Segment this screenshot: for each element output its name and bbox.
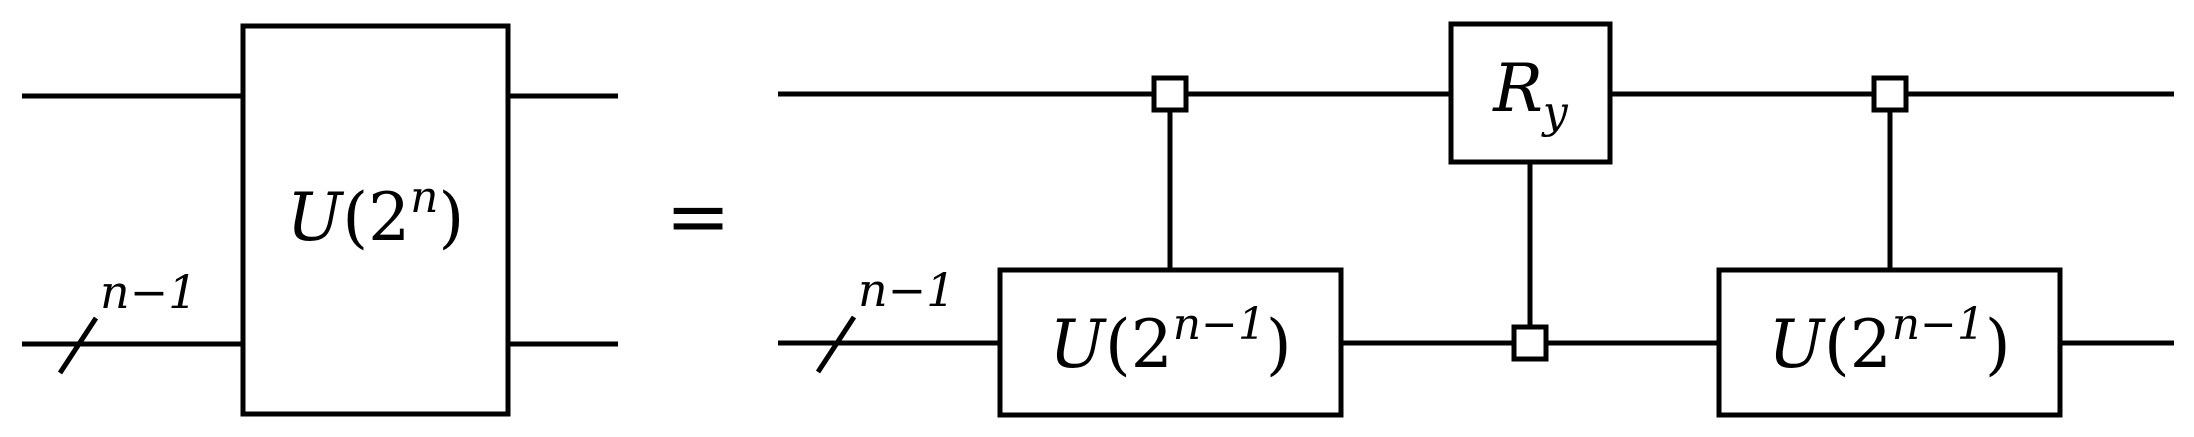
right-register-slash bbox=[815, 315, 857, 374]
unitary-gate-2-label: U(2n−1) bbox=[1768, 299, 2010, 383]
unitary-gate-2 bbox=[1716, 267, 2063, 418]
control-square-1 bbox=[1151, 75, 1189, 113]
control-square-3 bbox=[1871, 75, 1909, 113]
left-unitary-gate bbox=[240, 23, 511, 417]
unitary-gate-1 bbox=[997, 267, 1344, 418]
ry-gate-label: Ry bbox=[1492, 50, 1569, 138]
control-square-2 bbox=[1511, 324, 1549, 362]
right-circuit: n−1 U(2n−1) Ry U(2n−1) bbox=[778, 21, 2174, 418]
unitary-gate-1-label: U(2n−1) bbox=[1049, 299, 1291, 383]
left-gate-label: U(2n) bbox=[287, 172, 464, 256]
ry-rotation-gate bbox=[1448, 21, 1613, 165]
equals-sign: = bbox=[665, 172, 730, 262]
left-register-label: n−1 bbox=[100, 265, 197, 319]
right-register-label: n−1 bbox=[858, 263, 955, 317]
left-circuit: n−1 U(2n) bbox=[22, 23, 618, 417]
left-register-slash bbox=[57, 316, 99, 375]
